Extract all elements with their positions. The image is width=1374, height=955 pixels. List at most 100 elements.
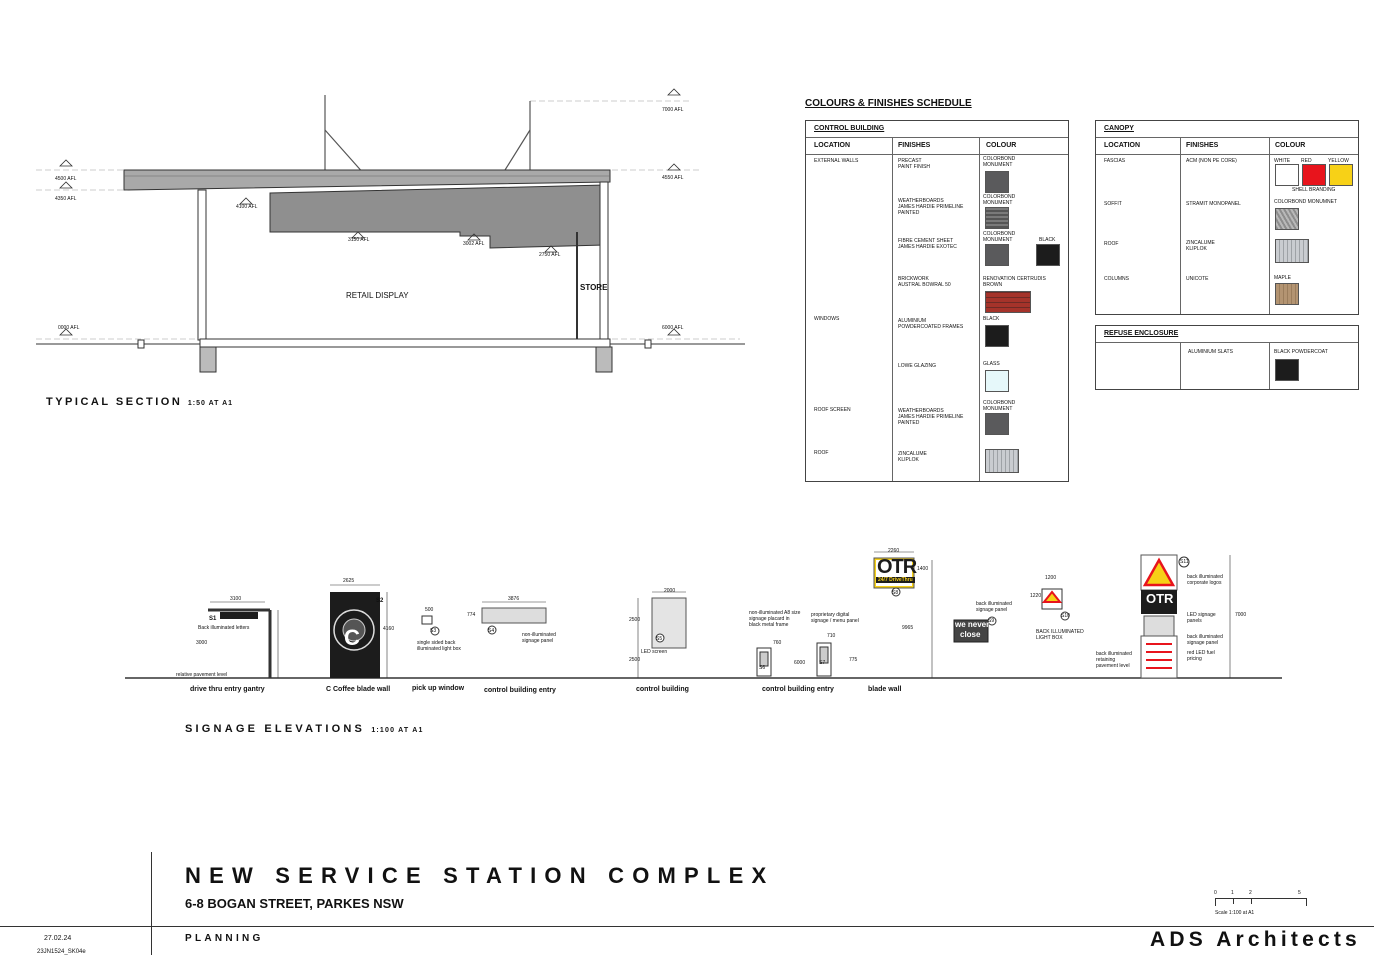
elevation-label: drive thru entry gantry	[190, 686, 265, 693]
column-header: FINISHES	[898, 142, 931, 149]
colour-swatch	[1275, 359, 1299, 381]
scale-note: Scale 1:100 at A1	[1215, 910, 1255, 916]
project-stage: PLANNING	[185, 933, 264, 944]
finish-cell: FIBRE CEMENT SHEET JAMES HARDIE EXOTEC	[898, 238, 957, 250]
colour-cell: WHITE	[1274, 158, 1291, 164]
signage-elevations-drawing	[125, 551, 1282, 679]
pylon-otr-logo: OTR	[1146, 591, 1174, 606]
colour-swatch	[985, 370, 1009, 392]
location-cell: ROOF	[1104, 241, 1119, 247]
sign-tag: S7	[819, 660, 826, 666]
column-header: LOCATION	[1104, 142, 1141, 149]
otr-subtitle: 24/7 DriveThru	[876, 577, 915, 583]
location-cell: FASCIAS	[1104, 158, 1126, 164]
elevation-label: control building	[636, 686, 689, 693]
scale-tick: 2	[1249, 890, 1252, 896]
sign-tag: S8	[892, 590, 899, 596]
signage-note: non-illuminated A8 size signage placard …	[749, 610, 801, 628]
location-cell: WINDOWS	[814, 316, 840, 322]
finish-cell: BRICKWORK AUSTRAL BOWRAL 50	[898, 276, 951, 288]
finish-cell: ALUMINIUM POWDERCOATED FRAMES	[898, 318, 964, 330]
signage-note: back illuminated retaining pavement leve…	[1096, 651, 1132, 669]
colour-cell: COLORBOND MONUMENT	[983, 156, 1016, 168]
colour-swatch	[985, 244, 1009, 266]
brick-swatch	[985, 291, 1031, 313]
column-header: FINISHES	[1186, 142, 1219, 149]
level-label: 3150 AFL	[348, 237, 370, 243]
dimension: 9965	[902, 625, 914, 631]
sign-tag: S11	[1180, 559, 1189, 565]
sign-tag: S5	[656, 636, 663, 642]
finish-cell: STRAMIT MONOPANEL	[1186, 201, 1241, 207]
sign-tag: S2	[376, 598, 384, 604]
column-header: COLOUR	[986, 142, 1017, 149]
dimension: 7000	[1235, 612, 1247, 618]
level-label: 4550 AFL	[662, 175, 684, 181]
dimension: 1200	[1045, 575, 1057, 581]
never-close-line: we never	[955, 620, 990, 629]
colour-cell: BLACK POWDERCOAT	[1274, 349, 1328, 355]
table-title: REFUSE ENCLOSURE	[1104, 330, 1179, 337]
signage-note: non-illuminated signage panel	[522, 632, 556, 644]
sign-tag: S9	[988, 618, 995, 624]
colour-swatch	[1036, 244, 1060, 266]
dimension: 2500	[629, 657, 641, 663]
elevation-label: pick up window	[412, 685, 465, 692]
level-label: 3002 AFL	[463, 241, 485, 247]
coffee-logo: C	[344, 625, 360, 650]
colour-swatch	[1275, 208, 1299, 230]
colour-swatch	[985, 207, 1009, 229]
colour-swatch	[985, 171, 1009, 193]
level-label: 4350 AFL	[55, 196, 77, 202]
dimension: 1400	[917, 566, 929, 572]
dimension: 2625	[343, 578, 355, 584]
finish-cell: ZINCALUME KLIPLOK	[1186, 240, 1215, 252]
dimension: 2260	[888, 548, 900, 554]
refuse-enclosure-table: REFUSE ENCLOSURE ALUMINIUM SLATS BLACK P…	[1095, 325, 1359, 390]
section-title: TYPICAL SECTION 1:50 AT A1	[46, 396, 234, 408]
dimension: 775	[849, 657, 858, 663]
location-cell: EXTERNAL WALLS	[814, 158, 859, 164]
elevation-label: C Coffee blade wall	[326, 686, 391, 693]
sign-tag: S3	[430, 628, 437, 634]
dimension: 3876	[508, 596, 520, 602]
level-label: 0000 AFL	[58, 325, 80, 331]
signage-note: single sided back illuminated light box	[417, 640, 461, 652]
scale-bar	[1215, 898, 1307, 906]
table-title: CONTROL BUILDING	[814, 125, 885, 132]
colour-cell: YELLOW	[1328, 158, 1349, 164]
colour-cell: BLACK	[983, 316, 1000, 322]
dimension: 774	[467, 612, 476, 618]
signage-note: back illuminated signage panel	[976, 601, 1012, 613]
dimension: 710	[827, 633, 836, 639]
finish-cell: ALUMINIUM SLATS	[1188, 349, 1233, 355]
typical-section-drawing	[36, 88, 745, 373]
room-label: STORE	[580, 283, 608, 292]
level-label: 7000 AFL	[662, 107, 684, 113]
dimension: 500	[425, 607, 434, 613]
elevation-label: control building entry	[484, 687, 556, 694]
location-cell: COLUMNS	[1104, 276, 1130, 282]
colour-cell: GLASS	[983, 361, 1000, 367]
red-swatch	[1302, 164, 1326, 186]
dimension: 760	[773, 640, 782, 646]
dimension: 3100	[230, 596, 242, 602]
signage-note: red LED fuel pricing	[1187, 650, 1215, 662]
issue-date: 27.02.24	[44, 935, 72, 942]
scale-tick: 5	[1298, 890, 1301, 896]
column-header: LOCATION	[814, 142, 851, 149]
signage-note: back illuminated corporate logos	[1187, 574, 1223, 586]
yellow-swatch	[1329, 164, 1353, 186]
firm-name: ADS Architects	[1150, 928, 1361, 951]
zincalume-swatch	[985, 449, 1019, 473]
table-title: CANOPY	[1104, 125, 1134, 132]
location-cell: SOFFIT	[1104, 201, 1122, 207]
dimension: 1220	[1030, 593, 1042, 599]
schedule-title: COLOURS & FINISHES SCHEDULE	[805, 98, 972, 109]
dimension: 2500	[629, 617, 641, 623]
drawing-ref: 23JN1524_SK04e	[37, 949, 86, 955]
finish-cell: PRECAST PAINT FINISH	[898, 158, 931, 170]
sign-tag: S10	[1061, 613, 1070, 619]
level-label: 4500 AFL	[55, 176, 77, 182]
finish-cell: ZINCALUME KLIPLOK	[898, 451, 927, 463]
